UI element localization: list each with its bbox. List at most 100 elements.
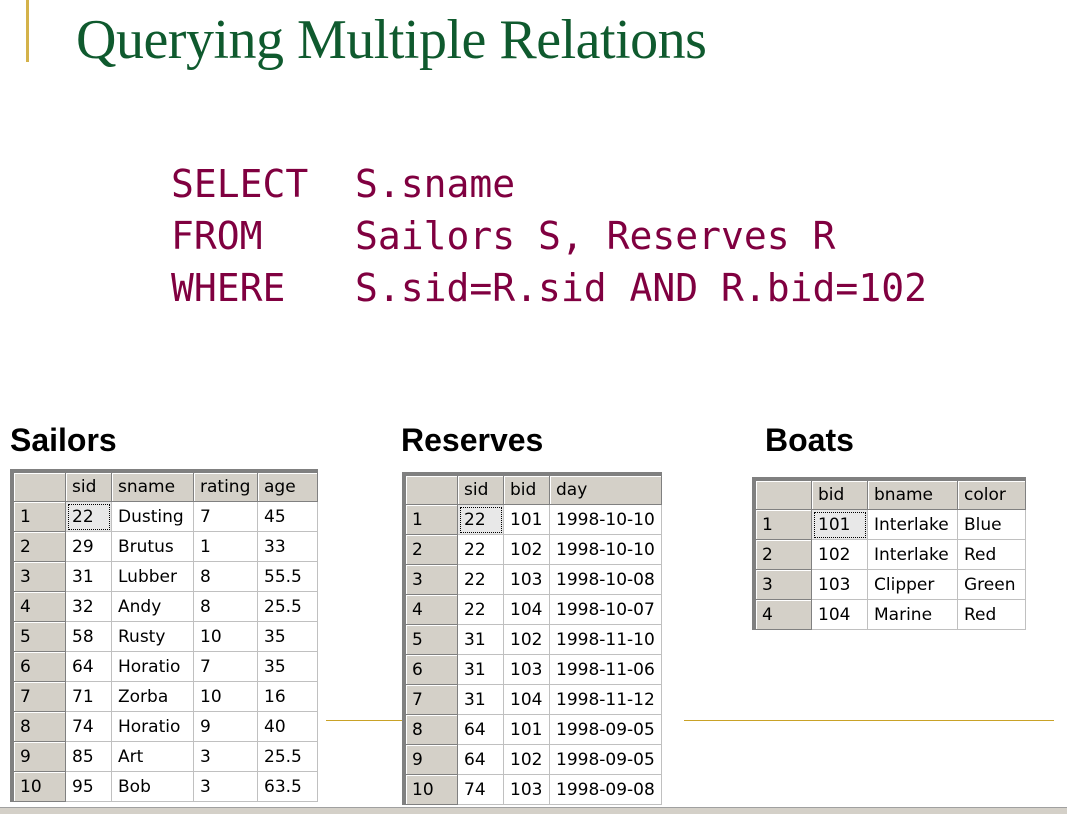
row-number[interactable]: 4 (13, 591, 66, 622)
column-header[interactable]: day (549, 475, 662, 505)
table-cell[interactable]: Red (957, 539, 1026, 570)
row-number[interactable]: 2 (405, 534, 458, 565)
table-cell[interactable]: 40 (257, 711, 318, 742)
table-cell[interactable]: Interlake (867, 509, 958, 540)
table-cell[interactable]: 1998-10-08 (549, 564, 662, 595)
row-number[interactable]: 5 (405, 624, 458, 655)
table-cell[interactable]: 64 (457, 744, 504, 775)
table-cell[interactable]: 35 (257, 621, 318, 652)
table-cell[interactable]: Rusty (111, 621, 194, 652)
table-cell[interactable]: 25.5 (257, 741, 318, 772)
column-header[interactable]: sname (111, 472, 194, 502)
table-cell[interactable]: Red (957, 599, 1026, 630)
table-cell[interactable]: Art (111, 741, 194, 772)
row-number[interactable]: 8 (13, 711, 66, 742)
column-header[interactable]: sid (457, 475, 504, 505)
table-cell[interactable]: Marine (867, 599, 958, 630)
table-cell[interactable]: 103 (503, 774, 550, 805)
table-cell[interactable]: 22 (65, 501, 112, 532)
table-cell[interactable]: 32 (65, 591, 112, 622)
column-header[interactable]: bid (811, 480, 868, 510)
table-cell[interactable]: 1998-09-05 (549, 744, 662, 775)
table-cell[interactable]: 85 (65, 741, 112, 772)
table-cell[interactable]: 22 (457, 504, 504, 535)
table-cell[interactable]: Horatio (111, 711, 194, 742)
row-number[interactable]: 1 (405, 504, 458, 535)
table-cell[interactable]: 29 (65, 531, 112, 562)
table-cell[interactable]: Andy (111, 591, 194, 622)
table-cell[interactable]: 16 (257, 681, 318, 712)
table-cell[interactable]: Lubber (111, 561, 194, 592)
table-cell[interactable]: 35 (257, 651, 318, 682)
column-header[interactable]: rating (193, 472, 258, 502)
table-cell[interactable]: 64 (65, 651, 112, 682)
table-cell[interactable]: 102 (503, 534, 550, 565)
table-cell[interactable]: 101 (503, 714, 550, 745)
column-header[interactable]: color (957, 480, 1026, 510)
table-cell[interactable]: 1 (193, 531, 258, 562)
table-cell[interactable]: 31 (457, 624, 504, 655)
table-cell[interactable]: 101 (503, 504, 550, 535)
table-cell[interactable]: 102 (503, 744, 550, 775)
table-cell[interactable]: 74 (457, 774, 504, 805)
row-number[interactable]: 9 (13, 741, 66, 772)
row-number[interactable]: 10 (13, 771, 66, 802)
row-number[interactable]: 3 (13, 561, 66, 592)
table-cell[interactable]: 63.5 (257, 771, 318, 802)
column-header[interactable] (13, 472, 66, 502)
table-cell[interactable]: Green (957, 569, 1026, 600)
row-number[interactable]: 1 (755, 509, 812, 540)
column-header[interactable]: age (257, 472, 318, 502)
table-cell[interactable]: 1998-11-06 (549, 654, 662, 685)
table-cell[interactable]: 103 (503, 654, 550, 685)
table-cell[interactable]: 22 (457, 594, 504, 625)
table-cell[interactable]: 71 (65, 681, 112, 712)
row-number[interactable]: 3 (755, 569, 812, 600)
table-cell[interactable]: 45 (257, 501, 318, 532)
table-cell[interactable]: 31 (65, 561, 112, 592)
row-number[interactable]: 1 (13, 501, 66, 532)
table-cell[interactable]: 103 (503, 564, 550, 595)
table-cell[interactable]: 102 (503, 624, 550, 655)
table-cell[interactable]: 25.5 (257, 591, 318, 622)
table-cell[interactable]: 64 (457, 714, 504, 745)
table-cell[interactable]: Brutus (111, 531, 194, 562)
column-header[interactable] (405, 475, 458, 505)
row-number[interactable]: 2 (13, 531, 66, 562)
table-cell[interactable]: 31 (457, 654, 504, 685)
table-cell[interactable]: 10 (193, 681, 258, 712)
table-cell[interactable]: Horatio (111, 651, 194, 682)
table-cell[interactable]: 58 (65, 621, 112, 652)
table-cell[interactable]: 7 (193, 651, 258, 682)
column-header[interactable] (755, 480, 812, 510)
table-cell[interactable]: 9 (193, 711, 258, 742)
table-cell[interactable]: 8 (193, 561, 258, 592)
row-number[interactable]: 7 (405, 684, 458, 715)
table-cell[interactable]: 10 (193, 621, 258, 652)
table-cell[interactable]: 1998-11-12 (549, 684, 662, 715)
table-cell[interactable]: Zorba (111, 681, 194, 712)
table-cell[interactable]: 101 (811, 509, 868, 540)
table-cell[interactable]: Clipper (867, 569, 958, 600)
table-cell[interactable]: Dusting (111, 501, 194, 532)
row-number[interactable]: 4 (405, 594, 458, 625)
row-number[interactable]: 6 (405, 654, 458, 685)
row-number[interactable]: 7 (13, 681, 66, 712)
